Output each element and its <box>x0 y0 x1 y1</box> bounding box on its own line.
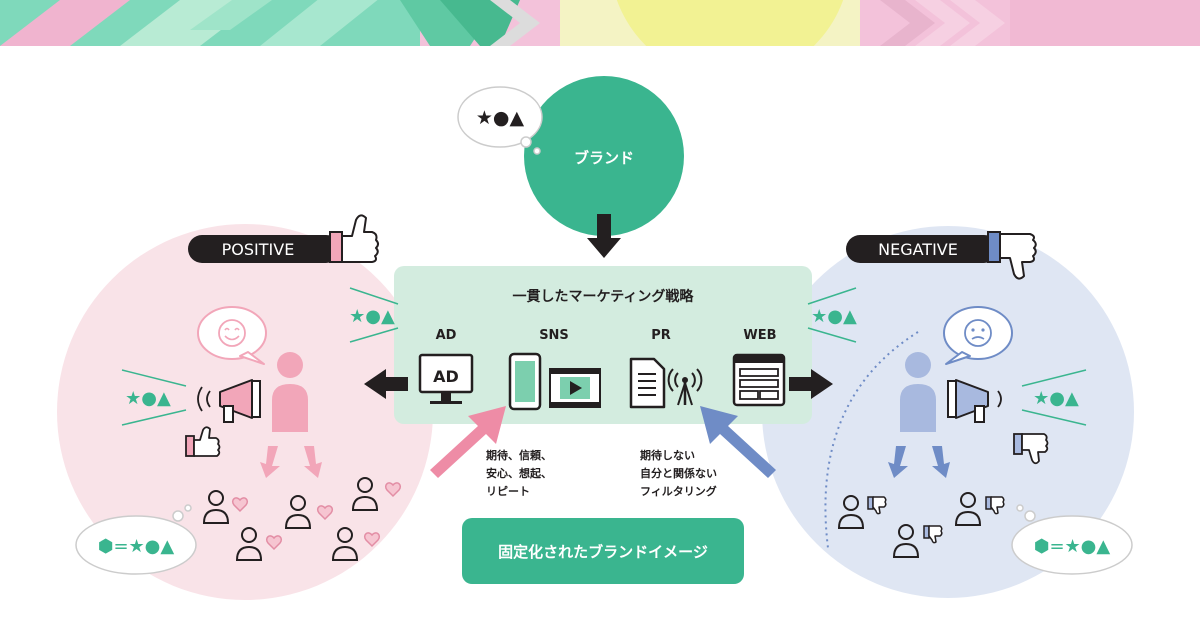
positive-feedback-arrow <box>430 406 506 478</box>
channel-label-pr: PR <box>651 328 671 343</box>
positive-expectation-line: 安心、想起、 <box>486 466 552 480</box>
negative-symbol-emission: ★●▲ <box>807 287 857 343</box>
positive-symbol-emission: ★●▲ <box>349 287 399 343</box>
audience-person-icon <box>837 495 865 529</box>
ad-screen-text: AD <box>433 367 459 386</box>
positive-left-symbols: ★●▲ <box>125 388 171 409</box>
thumbs-down-icon <box>987 231 1037 280</box>
channel-label-web: WEB <box>743 328 776 343</box>
positive-side-symbols: ★●▲ <box>349 306 395 327</box>
negative-expectation-line: 期待しない <box>640 448 695 462</box>
brand-bubble-symbols: ★●▲ <box>476 107 525 129</box>
negative-person-icon <box>900 352 936 432</box>
positive-speech-bubble <box>197 306 267 365</box>
result-label: 固定化されたブランドイメージ <box>498 543 708 561</box>
negative-badge: NEGATIVE <box>846 235 998 263</box>
positive-expectation-line: 期待、信頼、 <box>486 448 552 462</box>
negative-mini-thumbs <box>867 496 1005 544</box>
right-output-arrow <box>789 369 833 399</box>
neutral-face-icon <box>964 319 992 347</box>
channel-label-ad: AD <box>436 328 457 343</box>
heart-icon <box>363 532 381 548</box>
negative-right-symbols: ★●▲ <box>1033 388 1079 409</box>
filter-dotted-arc <box>824 331 919 549</box>
negative-side-symbols: ★●▲ <box>811 306 857 327</box>
negative-megaphone-icon <box>947 379 1002 423</box>
strategy-panel: 一貫したマーケティング戦略 AD SNS PR WEB AD <box>394 266 812 424</box>
small-thumbs-down-icon <box>1013 433 1049 465</box>
positive-spread-arrows <box>260 446 322 478</box>
left-output-arrow <box>364 369 408 399</box>
positive-formula: ⬢=★●▲ <box>98 536 175 557</box>
brand-down-arrow <box>587 214 621 258</box>
negative-expectation-line: 自分と関係ない <box>640 466 717 480</box>
audience-person-icon <box>892 524 920 558</box>
strategy-title: 一貫したマーケティング戦略 <box>513 288 695 305</box>
top-banner <box>0 0 1200 46</box>
positive-audience <box>202 477 379 561</box>
mini-thumbs-down-icon <box>985 496 1005 515</box>
brand-node: ブランド <box>524 76 684 236</box>
audience-person-icon <box>235 527 263 561</box>
audience-person-icon <box>351 477 379 511</box>
negative-expectation-text: 期待しない 自分と関係ない フィルタリング <box>640 448 717 498</box>
negative-audience <box>837 492 982 558</box>
audience-person-icon <box>954 492 982 526</box>
mini-thumbs-down-icon <box>923 525 943 544</box>
brand-thought-bubble: ★●▲ <box>457 86 543 155</box>
positive-person-icon <box>272 352 308 432</box>
positive-formula-bubble: ⬢=★●▲ <box>75 504 197 575</box>
smartphone-video-icon <box>508 352 601 411</box>
negative-formula-bubble: ⬢=★●▲ <box>1011 504 1133 575</box>
positive-hearts <box>231 482 402 551</box>
audience-person-icon <box>284 495 312 529</box>
mini-thumbs-down-icon <box>867 496 887 515</box>
negative-feedback-arrow <box>700 406 776 478</box>
small-thumbs-up-icon <box>185 426 221 457</box>
positive-left-emission: ★●▲ <box>121 369 187 426</box>
negative-expectation-line: フィルタリング <box>640 484 717 498</box>
negative-right-emission: ★●▲ <box>1021 369 1087 426</box>
document-antenna-icon <box>629 357 703 409</box>
heart-icon <box>231 497 249 513</box>
brand-label: ブランド <box>574 149 634 167</box>
audience-person-icon <box>331 527 359 561</box>
positive-expectation-text: 期待、信頼、 安心、想起、 リピート <box>486 448 552 498</box>
negative-formula: ⬢=★●▲ <box>1034 536 1111 557</box>
browser-window-icon <box>732 353 786 407</box>
heart-icon <box>384 482 402 498</box>
positive-badge-label: POSITIVE <box>222 240 295 259</box>
result-box: 固定化されたブランドイメージ <box>462 518 744 584</box>
negative-speech-bubble <box>943 306 1013 365</box>
heart-icon <box>316 505 334 521</box>
negative-badge-label: NEGATIVE <box>878 240 958 259</box>
channel-label-sns: SNS <box>539 328 569 343</box>
negative-spread-arrows <box>888 446 950 478</box>
heart-icon <box>265 535 283 551</box>
smile-face-icon <box>218 319 246 347</box>
audience-person-icon <box>202 490 230 524</box>
thumbs-up-icon <box>329 214 379 263</box>
positive-expectation-line: リピート <box>486 485 530 498</box>
positive-badge: POSITIVE <box>188 235 340 263</box>
positive-megaphone-icon <box>197 379 261 423</box>
ad-monitor-icon: AD <box>418 353 474 404</box>
